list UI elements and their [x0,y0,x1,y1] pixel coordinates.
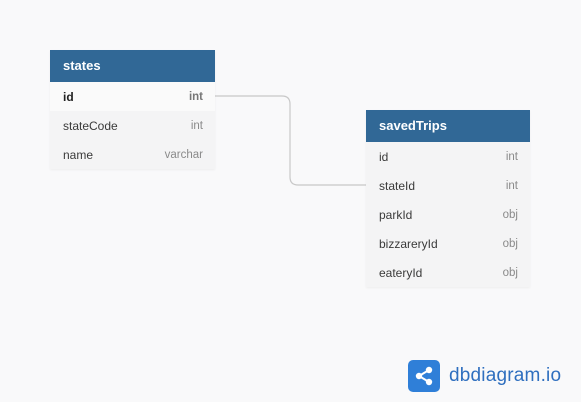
field-name: stateCode [63,118,118,133]
field-row-savedtrips-bizzareryid[interactable]: bizzareryId obj [366,229,530,258]
table-states[interactable]: states id int stateCode int name varchar [50,50,215,169]
table-header-savedtrips[interactable]: savedTrips [366,110,530,142]
relation-line-states-id-to-savedtrips-stateid[interactable] [215,95,366,186]
field-type: obj [502,208,518,221]
field-row-states-id[interactable]: id int [50,82,215,111]
share-icon [415,366,433,386]
field-type: obj [502,266,518,279]
dbdiagram-logo-icon [408,360,440,392]
field-name: stateId [379,178,416,193]
field-name: parkId [379,207,413,222]
table-header-states[interactable]: states [50,50,215,82]
field-row-savedtrips-parkid[interactable]: parkId obj [366,200,530,229]
field-type: int [188,90,203,103]
field-type: obj [502,237,518,250]
field-name: id [379,149,389,164]
field-type: int [505,179,518,192]
table-savedtrips[interactable]: savedTrips id int stateId int parkId obj… [366,110,530,287]
field-name: bizzareryId [379,236,438,251]
field-row-states-statecode[interactable]: stateCode int [50,111,215,140]
field-row-savedtrips-id[interactable]: id int [366,142,530,171]
field-type: varchar [164,148,203,161]
field-row-states-name[interactable]: name varchar [50,140,215,169]
brand-watermark[interactable]: dbdiagram.io [408,360,561,392]
field-row-savedtrips-eateryid[interactable]: eateryId obj [366,258,530,287]
field-name: id [63,89,74,104]
field-name: eateryId [379,265,423,280]
field-name: name [63,147,94,162]
field-type: int [505,150,518,163]
brand-text: dbdiagram.io [449,365,562,386]
field-row-savedtrips-stateid[interactable]: stateId int [366,171,530,200]
field-type: int [190,119,203,132]
